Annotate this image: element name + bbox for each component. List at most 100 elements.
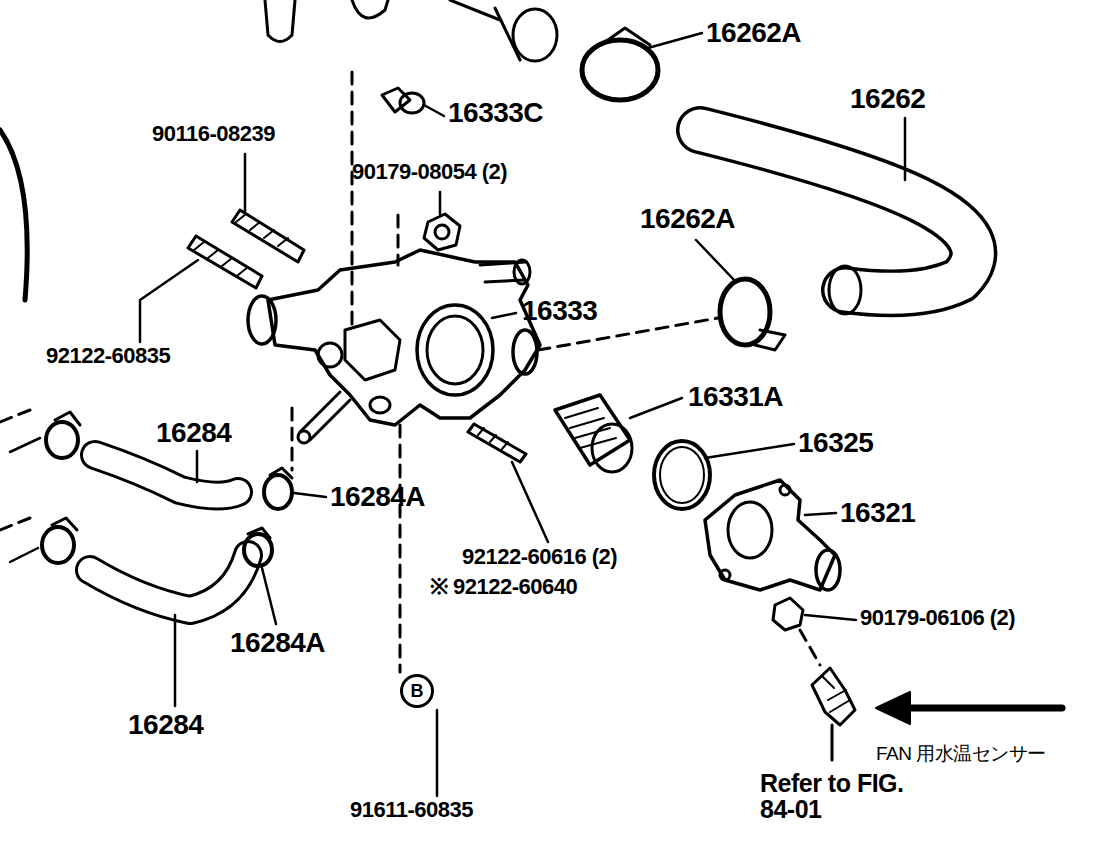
leader-lines: [10, 33, 905, 796]
callout-label: 16262A: [640, 204, 735, 233]
leader-line: [648, 33, 702, 48]
leader-line: [436, 710, 439, 796]
callout-label: 16321: [840, 498, 915, 527]
nut: [424, 214, 460, 250]
callout-label: 16331A: [688, 382, 783, 411]
clamp-tab: [55, 412, 80, 425]
bolt-hole: [780, 485, 790, 495]
thermostat-bore: [417, 305, 493, 395]
callout-label: 16262: [850, 84, 925, 113]
housing-outlet: [513, 330, 537, 374]
pipe-end: [298, 431, 310, 443]
hose-fill: [90, 555, 248, 610]
leader-line: [705, 444, 794, 458]
housing-pipe: [480, 262, 525, 282]
pipe-end: [514, 260, 530, 284]
stud: [188, 236, 262, 288]
hose-fragment: [0, 130, 27, 300]
hose-fragment: [265, 0, 295, 42]
leader-line: [294, 493, 326, 497]
callout-label: 16284A: [330, 482, 425, 511]
part-number: 90179-06106 (2): [860, 606, 1015, 629]
leader-line: [10, 548, 38, 562]
bolt: [382, 88, 410, 112]
clamp-tab: [605, 28, 650, 45]
callout-label: 16262A: [706, 18, 801, 47]
leader-line: [174, 615, 177, 706]
part-number: 91611-60835: [350, 798, 473, 821]
outlet-bore: [728, 502, 772, 558]
part-number: 90179-08054 (2): [352, 160, 507, 183]
leader-line: [10, 438, 40, 452]
sensor-lead: [831, 725, 834, 760]
part-number: ※ 92122-60640: [430, 575, 577, 598]
leader-line: [512, 462, 548, 542]
dashed-line: [397, 215, 400, 265]
leader-line: [630, 398, 682, 418]
outlet-pipe: [816, 550, 840, 590]
callout-label: 16325: [798, 428, 873, 457]
leader-line: [196, 451, 199, 482]
dashed-line: [399, 425, 402, 672]
housing-boss: [345, 320, 400, 380]
hose-fill: [95, 455, 238, 496]
bolt-hole: [720, 570, 730, 580]
reference-letter: B: [411, 682, 424, 700]
part-number: 92122-60835: [46, 344, 170, 367]
callout-label: 16333C: [448, 98, 543, 127]
leader-line: [424, 105, 444, 116]
nut-hole: [435, 225, 449, 239]
hose-end: [829, 266, 861, 314]
part-number: 92122-60616 (2): [462, 545, 617, 568]
gasket-ring: [654, 441, 710, 509]
clamp-tab: [52, 518, 77, 530]
stud-thread: [478, 428, 508, 449]
hose-clamp: [244, 534, 272, 566]
hose-clamp: [720, 279, 770, 345]
callout-label: 16284A: [230, 628, 325, 657]
hose-fragment: [450, 0, 500, 20]
thermostat-bore: [427, 316, 483, 384]
thermostat-housing: [268, 250, 540, 425]
leader-line: [904, 118, 907, 180]
gasket-ring: [660, 447, 704, 503]
stud: [232, 210, 304, 262]
dashed-line: [0, 410, 30, 422]
dashed-lines: [0, 72, 820, 672]
clamp-tab: [270, 468, 292, 478]
leader-line: [492, 313, 516, 318]
hose: [90, 555, 248, 610]
hose-clamp: [582, 40, 658, 100]
housing-hole: [318, 343, 342, 367]
callout-label: FAN 用水温センサー: [876, 744, 1046, 764]
clamp-tab: [248, 528, 270, 538]
housing-outlet: [248, 296, 276, 344]
leader-line: [696, 240, 736, 282]
hose-clamp: [264, 475, 292, 509]
stud-thread: [194, 242, 248, 275]
hose: [95, 455, 238, 496]
arrow-head: [876, 692, 910, 724]
hose-fragment: [352, 0, 388, 18]
temperature-sensor: [812, 668, 855, 725]
part-number: 90116-08239: [152, 122, 275, 145]
pointer-arrow: [905, 705, 1062, 712]
leader-line: [805, 513, 836, 515]
clamp-tab: [755, 330, 785, 350]
dashed-line: [291, 408, 294, 470]
nut: [773, 598, 803, 630]
callout-label: 16284: [128, 710, 203, 739]
hose-end: [513, 9, 557, 61]
dashed-line: [0, 518, 30, 530]
hose-fragment: [495, 8, 520, 60]
hose-clamp: [42, 527, 74, 563]
leader-line: [805, 615, 856, 620]
sensor-detail: [822, 676, 850, 712]
dashed-line: [351, 72, 354, 330]
callout-label: 16284: [156, 418, 231, 447]
thermostat-coil: [565, 408, 616, 448]
stud: [468, 424, 526, 462]
callout-label: Refer to FIG. 84-01: [760, 770, 920, 823]
bolt-head: [400, 93, 424, 113]
